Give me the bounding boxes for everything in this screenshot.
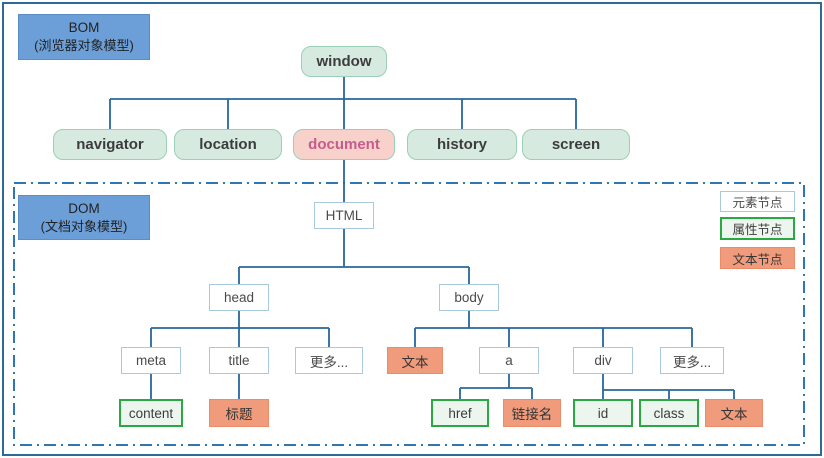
node-title-text: 标题 [209, 399, 269, 427]
dom-section-label: DOM (文档对象模型) [18, 195, 150, 240]
node-head-more: 更多... [295, 347, 363, 374]
node-screen: screen [522, 129, 630, 160]
node-href: href [431, 399, 489, 427]
node-link-name: 链接名 [503, 399, 561, 427]
node-body-text: 文本 [387, 347, 443, 374]
legend-element-node: 元素节点 [720, 191, 795, 212]
node-history: history [407, 129, 517, 160]
node-div-text: 文本 [705, 399, 763, 427]
node-document: document [293, 129, 395, 160]
node-body-more: 更多... [660, 347, 724, 374]
node-body: body [439, 284, 499, 311]
node-window: window [301, 46, 387, 77]
bom-section-label: BOM (浏览器对象模型) [18, 14, 150, 60]
node-meta: meta [121, 347, 181, 374]
node-location: location [174, 129, 282, 160]
node-id: id [573, 399, 633, 427]
dom-label-subtitle: (文档对象模型) [40, 218, 128, 234]
legend-text-node: 文本节点 [720, 247, 795, 269]
bom-label-subtitle: (浏览器对象模型) [34, 38, 134, 54]
legend-attribute-node: 属性节点 [720, 217, 795, 240]
node-div: div [573, 347, 633, 374]
node-content: content [119, 399, 183, 427]
node-title: title [209, 347, 269, 374]
node-class: class [639, 399, 699, 427]
node-navigator: navigator [53, 129, 167, 160]
bom-label-title: BOM [68, 20, 100, 36]
node-head: head [209, 284, 269, 311]
node-a: a [479, 347, 539, 374]
dom-label-title: DOM [68, 200, 100, 216]
node-html: HTML [314, 202, 374, 229]
